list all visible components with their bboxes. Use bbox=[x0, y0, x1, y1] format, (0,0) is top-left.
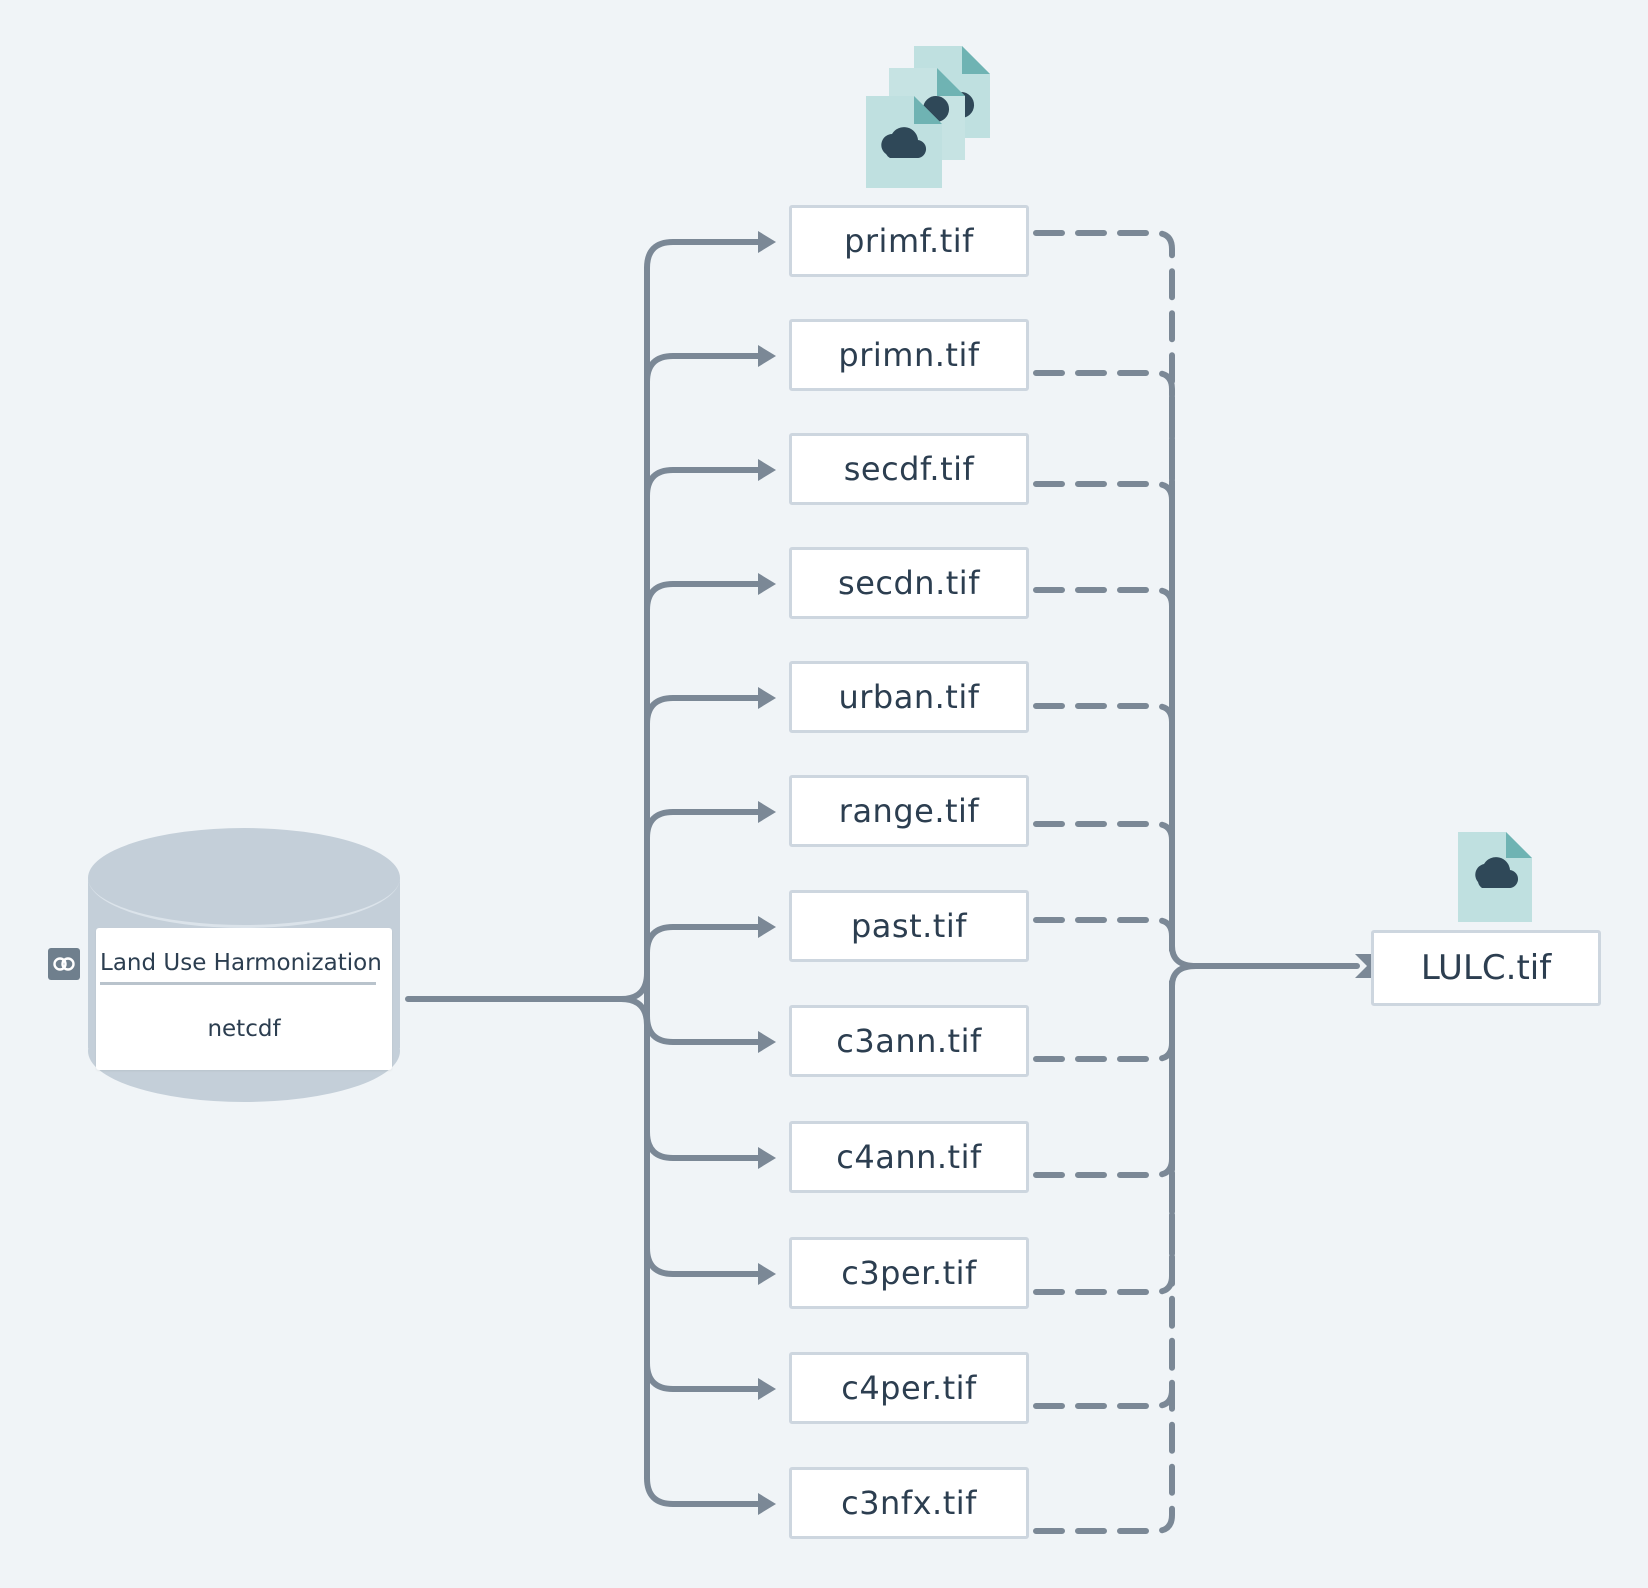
file-node-c3per[interactable]: c3per.tif bbox=[789, 1237, 1029, 1309]
arrow-head bbox=[758, 801, 776, 823]
merge-dashed-line bbox=[1033, 979, 1175, 1062]
weather-file-icon bbox=[1458, 832, 1532, 922]
file-node-range[interactable]: range.tif bbox=[789, 775, 1029, 847]
fanout-branch bbox=[644, 239, 765, 271]
merge-dashed-line bbox=[1033, 703, 1175, 953]
merge-dashed-line bbox=[1033, 370, 1175, 953]
file-label: c4per.tif bbox=[841, 1369, 977, 1407]
fanout-branch bbox=[644, 1475, 765, 1507]
arrow-head bbox=[758, 573, 776, 595]
fanout-branch bbox=[644, 1013, 765, 1045]
merge-dashed-line bbox=[1033, 821, 1175, 953]
arrow-head bbox=[758, 345, 776, 367]
merge-dashed-line bbox=[1033, 230, 1175, 953]
file-label: past.tif bbox=[850, 907, 967, 945]
arrow-head bbox=[758, 231, 776, 253]
fanout-branch bbox=[644, 1360, 765, 1392]
merge-dashed-line bbox=[1033, 979, 1175, 1295]
file-node-c4ann[interactable]: c4ann.tif bbox=[789, 1121, 1029, 1193]
file-label: c4ann.tif bbox=[836, 1138, 982, 1176]
stacked-weather-file-icon bbox=[866, 46, 990, 188]
fanout-branch bbox=[644, 695, 765, 727]
file-node-c3nfx[interactable]: c3nfx.tif bbox=[789, 1467, 1029, 1539]
file-label: range.tif bbox=[838, 792, 980, 830]
source-feed-line bbox=[405, 970, 650, 1002]
output-file-node[interactable]: LULC.tif bbox=[1371, 930, 1601, 1006]
arrow-head bbox=[758, 1031, 776, 1053]
fanout-branch bbox=[644, 924, 765, 956]
fanout-branch bbox=[644, 1129, 765, 1161]
file-node-past[interactable]: past.tif bbox=[789, 890, 1029, 962]
merge-dashed-line bbox=[1033, 587, 1175, 953]
database-card[interactable]: Land Use Harmonization netcdf bbox=[96, 928, 392, 1070]
fanout-branch bbox=[644, 1245, 765, 1277]
database-format: netcdf bbox=[207, 1016, 281, 1042]
fanout-branch bbox=[644, 353, 765, 385]
output-file-label: LULC.tif bbox=[1420, 948, 1552, 988]
file-label: secdn.tif bbox=[838, 564, 980, 602]
fanout-branch bbox=[644, 809, 765, 841]
arrow-head bbox=[758, 687, 776, 709]
file-node-secdf[interactable]: secdf.tif bbox=[789, 433, 1029, 505]
file-label: c3per.tif bbox=[841, 1254, 977, 1292]
file-node-c3ann[interactable]: c3ann.tif bbox=[789, 1005, 1029, 1077]
merge-dashed-line bbox=[1033, 979, 1175, 1178]
arrow-head bbox=[758, 916, 776, 938]
output-arrow-head bbox=[1355, 954, 1371, 978]
link-icon[interactable] bbox=[48, 948, 80, 980]
file-node-c4per[interactable]: c4per.tif bbox=[789, 1352, 1029, 1424]
chain-link-glyph bbox=[53, 957, 75, 971]
file-label: primf.tif bbox=[844, 222, 974, 260]
database-title[interactable]: Land Use Harmonization bbox=[100, 950, 382, 976]
arrow-head bbox=[758, 1493, 776, 1515]
merge-dashed-line bbox=[1033, 917, 1175, 953]
arrow-head bbox=[758, 1378, 776, 1400]
merge-output-line bbox=[1169, 943, 1360, 969]
arrow-head bbox=[758, 1263, 776, 1285]
file-label: secdf.tif bbox=[843, 450, 975, 488]
file-label: c3nfx.tif bbox=[841, 1484, 977, 1522]
merge-dashed-line bbox=[1033, 979, 1175, 1534]
file-label: urban.tif bbox=[838, 678, 980, 716]
file-node-primn[interactable]: primn.tif bbox=[789, 319, 1029, 391]
file-node-urban[interactable]: urban.tif bbox=[789, 661, 1029, 733]
fanout-branch bbox=[644, 467, 765, 499]
file-label: c3ann.tif bbox=[836, 1022, 982, 1060]
database-cylinder-top bbox=[88, 828, 400, 928]
merge-dashed-line bbox=[1033, 979, 1175, 1409]
source-feed-line-lower bbox=[618, 996, 650, 1028]
arrow-head bbox=[758, 459, 776, 481]
file-node-primf[interactable]: primf.tif bbox=[789, 205, 1029, 277]
file-label: primn.tif bbox=[838, 336, 980, 374]
file-node-secdn[interactable]: secdn.tif bbox=[789, 547, 1029, 619]
merge-output-line-lower bbox=[1169, 963, 1199, 989]
merge-dashed-line bbox=[1033, 481, 1175, 953]
database-title-underline bbox=[100, 982, 376, 985]
arrow-head bbox=[758, 1147, 776, 1169]
fanout-branch bbox=[644, 581, 765, 613]
